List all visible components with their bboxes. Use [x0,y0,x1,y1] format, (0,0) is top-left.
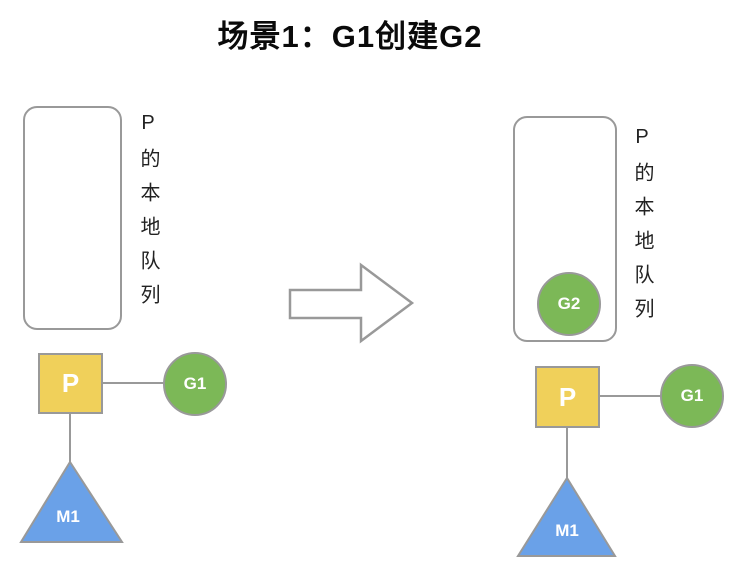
p-g1-connector-before [103,382,163,384]
m1-label-after: M1 [555,521,579,540]
m1-triangle-after: M1 [516,476,617,557]
m1-triangle-shape-before [19,460,124,543]
p-m1-connector-after [566,428,568,478]
g2-node-after: G2 [537,272,601,336]
m1-triangle-before: M1 [19,460,124,543]
transition-arrow-icon [288,262,415,344]
g1-node-after: G1 [660,364,724,428]
p-node-after: P [535,366,600,428]
m1-triangle-shape-after [516,476,617,557]
g1-node-before: G1 [163,352,227,416]
p-node-before: P [38,353,103,414]
page-title: 场景1：G1创建G2 [217,19,483,54]
p-g1-connector-after [600,395,660,397]
p-m1-connector-before [69,414,71,464]
queue-label-after: P的本地队列 [631,126,653,332]
local-queue-box-before [23,106,122,330]
right-arrow-shape [288,262,415,344]
m1-label-before: M1 [56,507,80,526]
queue-label-before: P的本地队列 [137,112,159,318]
